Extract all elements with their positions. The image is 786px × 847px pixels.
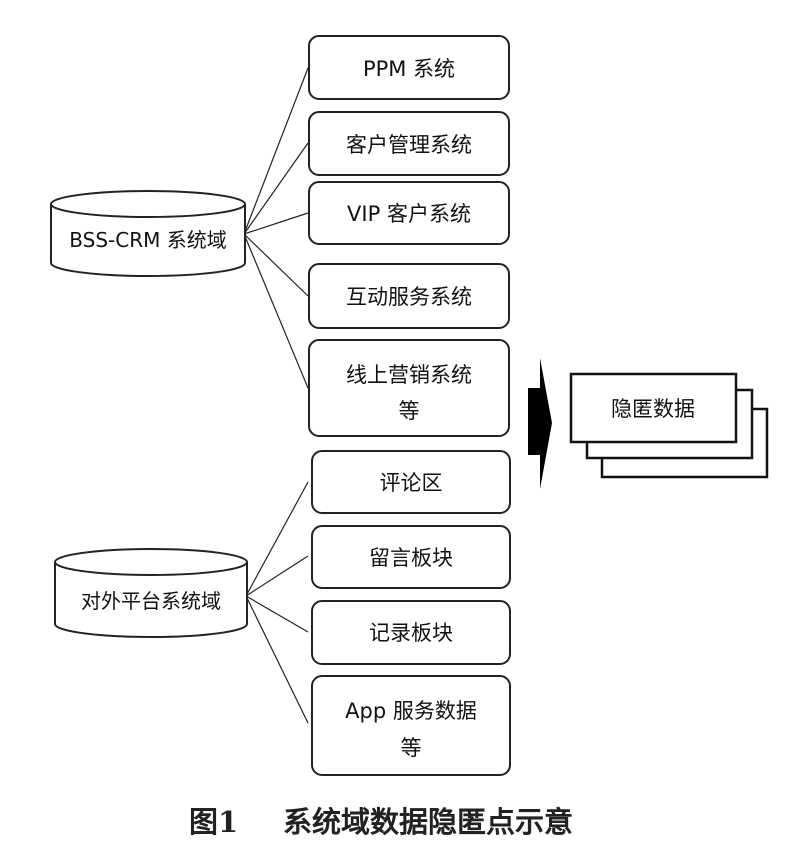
hidden-data-label: 隐匿数据 [611,397,695,421]
external-connectors [245,481,309,724]
external-system-boxes: 评论区 留言板块 记录板块 App 服务数据 等 [311,450,511,776]
connector-ext-app [245,595,309,724]
system-box-customer-management: 客户管理系统 [308,111,510,176]
system-box-interactive-service: 互动服务系统 [308,263,510,329]
connector-ext-records [245,595,309,633]
figure-number: 图1 [189,805,238,839]
bss-system-boxes: PPM 系统 客户管理系统 VIP 客户系统 互动服务系统 线上营销系统 等 [308,35,510,437]
external-platform-domain-cylinder: 对外平台系统域 [54,548,248,638]
flow-arrow [528,358,552,489]
system-box-app-service-data: App 服务数据 等 [311,675,511,776]
system-box-label-line1: 线上营销系统 [346,363,472,387]
connector-ext-comments [245,481,309,597]
hidden-data-box-front [569,372,738,444]
system-box-label: PPM 系统 [363,57,455,81]
connector-ext-message [245,555,309,597]
external-platform-domain-label: 对外平台系统域 [81,589,221,613]
system-box-label-line2: 等 [401,736,422,760]
system-box-label: 留言板块 [369,546,453,570]
figure-caption: 图1 系统域数据隐匿点示意 [189,805,573,839]
bss-crm-domain-cylinder: BSS-CRM 系统域 [50,190,246,277]
bss-connectors [243,67,309,389]
figure-title: 系统域数据隐匿点示意 [283,805,573,839]
system-box-label-line1: App 服务数据 [345,699,477,723]
system-box-online-marketing: 线上营销系统 等 [308,339,510,437]
system-box-label: 记录板块 [369,621,453,645]
system-box-label: 互动服务系统 [346,285,472,309]
system-box-label: 客户管理系统 [346,133,472,157]
system-box-ppm: PPM 系统 [308,35,510,100]
system-box-label: VIP 客户系统 [347,202,471,226]
connector-bss-customer [243,142,309,235]
connector-bss-marketing [243,233,309,389]
connector-bss-vip [243,212,309,235]
system-box-label-line2: 等 [399,399,420,423]
connector-bss-ppm [243,67,309,235]
system-box-vip-customer: VIP 客户系统 [308,181,510,245]
connector-bss-interactive [243,233,309,297]
system-box-comment-area: 评论区 [311,450,511,514]
bss-crm-domain-label: BSS-CRM 系统域 [69,228,226,252]
hidden-data-stack: 隐匿数据 [569,372,769,479]
system-box-record-block: 记录板块 [311,600,511,665]
system-box-message-board: 留言板块 [311,525,511,589]
system-box-label: 评论区 [380,471,443,495]
